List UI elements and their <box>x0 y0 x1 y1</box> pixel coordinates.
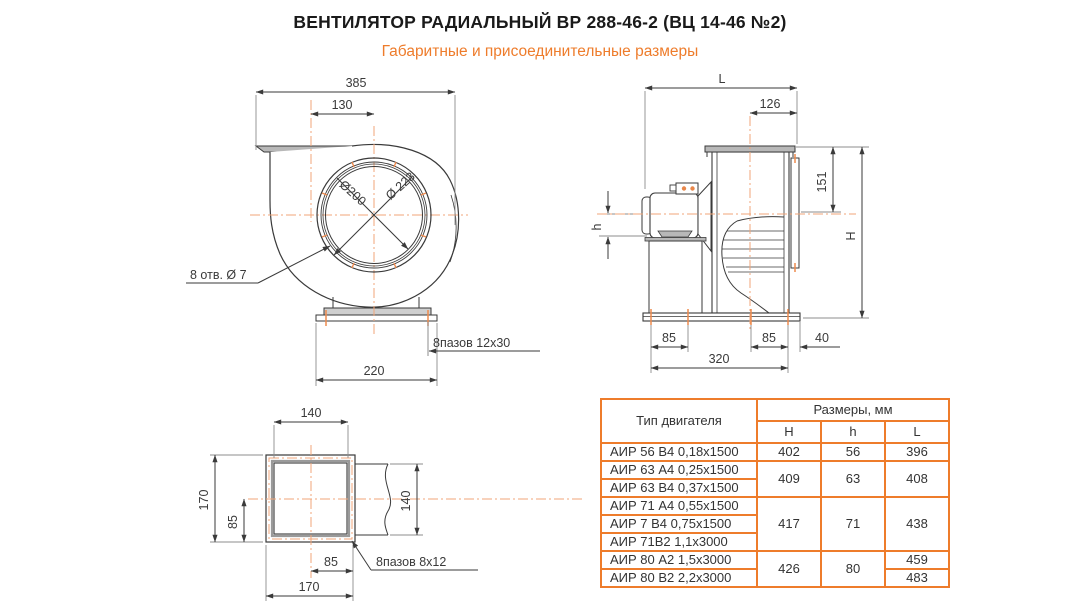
page-subtitle: Габаритные и присоединительные размеры <box>381 43 699 60</box>
dim-170-left-label: 170 <box>197 490 211 511</box>
base-slots-label: 8пазов 12x30 <box>433 336 510 350</box>
L-value-cell: 408 <box>884 460 950 498</box>
col-header-motor-type: Тип двигателя <box>600 398 758 444</box>
dim-126-label: 126 <box>760 97 781 111</box>
motor-type-cell: АИР 63 В4 0,37x1500 <box>600 478 758 498</box>
table-row: АИР 71В2 1,1x3000 <box>600 532 949 552</box>
table-row: АИР 71 А4 0,55x1500 417 71 438 <box>600 496 950 552</box>
motor-type-cell: АИР 80 А2 1,5x3000 <box>600 550 758 570</box>
motor-type-cell: АИР 63 А4 0,25x1500 <box>600 460 758 480</box>
dim-385-label: 385 <box>346 76 367 90</box>
h-value-cell: 63 <box>820 460 886 498</box>
page-title: ВЕНТИЛЯТОР РАДИАЛЬНЫЙ ВР 288-46-2 (ВЦ 14… <box>293 12 787 32</box>
H-value-cell: 417 <box>756 496 822 552</box>
col-header-H: H <box>756 420 822 444</box>
dim-40-label: 40 <box>815 331 829 345</box>
dim-130-label: 130 <box>332 98 353 112</box>
dim-85-left-label: 85 <box>226 515 240 529</box>
table-row: АИР 56 В4 0,18x1500 402 56 396 <box>600 442 950 462</box>
motor-type-cell: АИР 56 В4 0,18x1500 <box>600 442 758 462</box>
H-value-cell: 409 <box>756 460 822 498</box>
motor-type-cell: АИР 80 В2 2,2x3000 <box>600 568 758 588</box>
L-value-cell: 459 <box>884 550 950 570</box>
table-row: АИР 80 В2 2,2x3000 483 <box>600 568 950 588</box>
col-header-L: L <box>884 420 950 444</box>
flange-slots-label: 8пазов 8x12 <box>376 555 446 569</box>
front-view-drawing: 385 130 Ø200 Ø 223 8 отв. Ø 7 8пазов 12x… <box>186 76 540 386</box>
L-value-cell: 483 <box>884 568 950 588</box>
motor-dimensions-table: Тип двигателя Размеры, мм H h L АИР 56 В… <box>600 398 950 588</box>
dim-320-label: 320 <box>709 352 730 366</box>
side-view-drawing: L 126 151 H h 85 85 40 320 <box>590 72 869 373</box>
h-value-cell: 80 <box>820 550 886 588</box>
col-header-sizes: Размеры, мм <box>756 398 950 422</box>
table-row: АИР 63 А4 0,25x1500 409 63 408 <box>600 460 950 498</box>
dim-85-bottom-label: 85 <box>324 555 338 569</box>
motor-type-cell: АИР 71 А4 0,55x1500 <box>600 496 758 516</box>
dim-L-label: L <box>719 72 726 86</box>
h-value-cell: 56 <box>820 442 886 462</box>
bolt-holes-label: 8 отв. Ø 7 <box>190 268 247 282</box>
dim-140-top-label: 140 <box>301 406 322 420</box>
L-value-cell: 396 <box>884 442 950 462</box>
dim-85-left-label: 85 <box>662 331 676 345</box>
bolt-hole-marks <box>321 161 427 269</box>
dim-85-right-label: 85 <box>762 331 776 345</box>
H-value-cell: 402 <box>756 442 822 462</box>
motor-type-cell: АИР 71В2 1,1x3000 <box>600 532 758 552</box>
motor-type-cell: АИР 7 В4 0,75x1500 <box>600 514 758 534</box>
dim-220-label: 220 <box>364 364 385 378</box>
dim-H-label: H <box>844 231 858 240</box>
outlet-flange-drawing: 140 170 85 140 85 170 8пазов 8x12 <box>197 406 585 601</box>
dim-151-label: 151 <box>815 172 829 193</box>
H-value-cell: 426 <box>756 550 822 588</box>
terminal-box-bolt <box>690 186 695 191</box>
table-row: АИР 63 В4 0,37x1500 <box>600 478 949 498</box>
dim-h-label: h <box>590 223 604 230</box>
dim-140-right-label: 140 <box>399 491 413 512</box>
L-value-cell: 438 <box>884 496 950 552</box>
col-header-h: h <box>820 420 886 444</box>
dim-170-bottom-label: 170 <box>299 580 320 594</box>
table-row: АИР 80 А2 1,5x3000 426 80 459 <box>600 550 950 588</box>
table-row: АИР 7 В4 0,75x1500 <box>600 514 949 534</box>
h-value-cell: 71 <box>820 496 886 552</box>
terminal-box-bolt <box>681 186 687 191</box>
